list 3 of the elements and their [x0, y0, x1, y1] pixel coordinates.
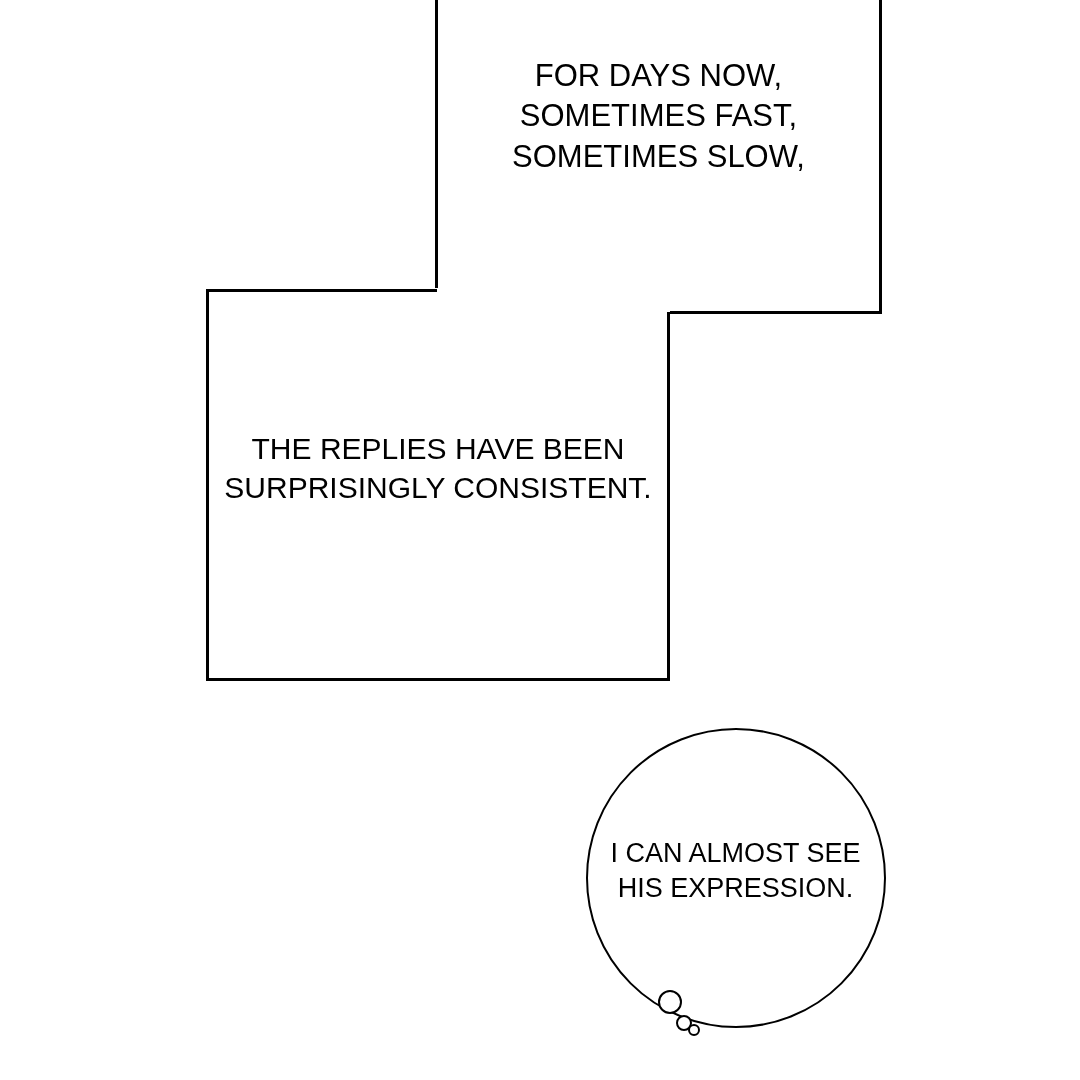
caption-text: I CAN ALMOST SEE HIS EXPRESSION. — [609, 837, 862, 906]
caption-text: THE REPLIES HAVE BEEN SURPRISINGLY CONSISTENT. — [223, 431, 653, 506]
caption-text: FOR DAYS NOW, SOMETIMES FAST, SOMETIMES SLOW, — [511, 57, 806, 176]
